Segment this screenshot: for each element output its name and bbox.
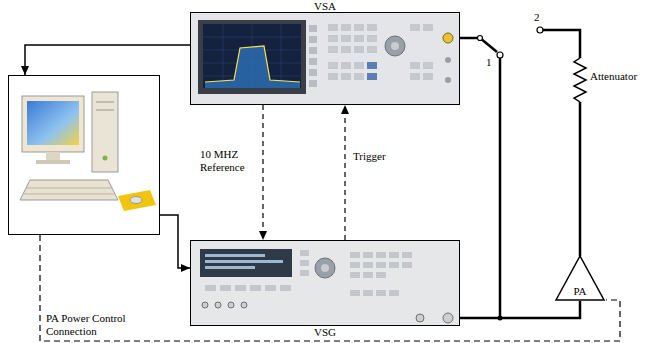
generator-illustration bbox=[191, 241, 459, 325]
switch-contacts bbox=[478, 27, 544, 58]
control-label: PA Power Control Connection bbox=[46, 312, 146, 338]
power-control-line bbox=[40, 235, 620, 341]
amplifier-triangle: PA bbox=[555, 255, 605, 301]
generator-box: VSG bbox=[190, 240, 460, 338]
computer-illustration bbox=[9, 76, 160, 235]
instrument-name: VSG bbox=[190, 326, 460, 338]
reference-connector bbox=[262, 105, 263, 240]
analyzer-illustration bbox=[191, 13, 459, 104]
port-number: 2 bbox=[534, 11, 540, 24]
instrument-frame bbox=[190, 12, 460, 105]
node-label: PA bbox=[555, 285, 605, 297]
rf-wiring bbox=[460, 30, 586, 318]
instrument-frame bbox=[190, 240, 460, 326]
edge-label: 10 MHZ Reference bbox=[200, 148, 256, 174]
attenuator-label: Attenuator bbox=[590, 70, 637, 83]
instrument-name: VSA bbox=[190, 0, 460, 12]
triangle-shape bbox=[556, 256, 604, 300]
control-links bbox=[25, 45, 190, 268]
trigger-connector bbox=[344, 105, 345, 240]
analyzer-box: VSA bbox=[190, 0, 460, 105]
edge-label: Trigger bbox=[353, 150, 403, 163]
rf-connector bbox=[460, 301, 580, 318]
port-number: 1 bbox=[486, 56, 492, 69]
